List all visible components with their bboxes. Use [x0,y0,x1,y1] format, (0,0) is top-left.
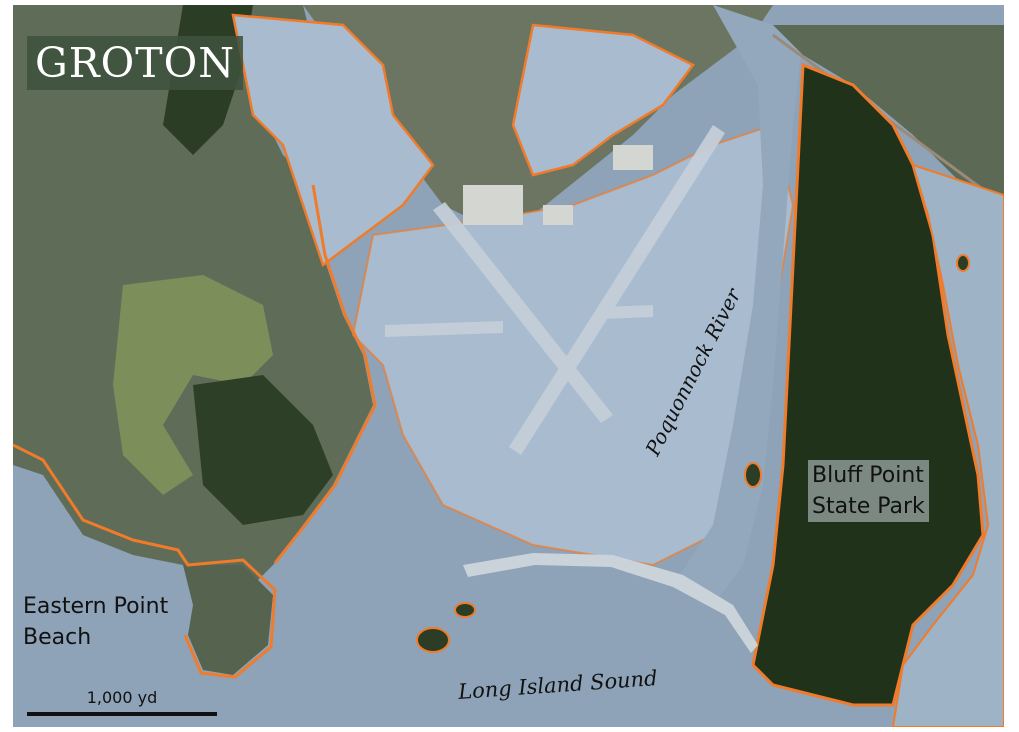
scale-bar: 1,000 yd [27,688,217,716]
island [416,627,450,653]
eastern-point-peninsula [183,565,273,675]
place-label-line: Beach [23,625,92,650]
map-imagery [13,5,1004,727]
island [744,462,762,488]
aerial-map[interactable]: GROTON Bluff Point State Park Eastern Po… [13,5,1004,727]
place-label-line: State Park [812,494,925,519]
east-flooded-shore [891,163,1004,727]
town-title: GROTON [27,36,244,90]
barrier-beach [463,553,758,653]
island [454,602,476,618]
west-forest [193,375,333,525]
north-flooded-marsh [231,13,435,268]
golf-course [113,275,273,495]
place-label-line: Eastern Point [23,594,169,619]
scale-line [27,712,217,716]
place-label-bluff-point[interactable]: Bluff Point State Park [808,460,929,522]
place-label-eastern-point-beach[interactable]: Eastern Point Beach [23,591,168,653]
poquonnock-river-channel [673,5,803,605]
west-shore-outline [273,184,377,564]
airport-runways [385,125,725,455]
railway-corridor [773,25,1004,205]
island [956,254,970,272]
place-label-line: Bluff Point [812,463,924,488]
airport-buildings [463,145,653,225]
northeast-flooded-marsh [511,23,695,177]
west-inundation-outline [13,443,277,679]
scale-label: 1,000 yd [86,688,158,707]
